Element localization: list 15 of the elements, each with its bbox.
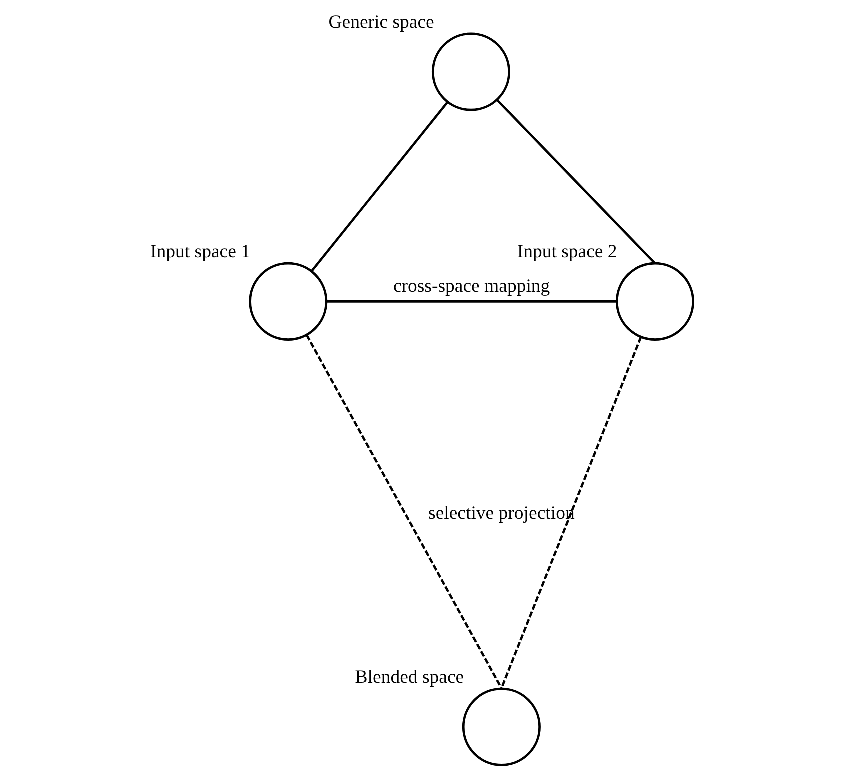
node-circle <box>615 262 694 341</box>
node-circle <box>431 32 510 112</box>
connector <box>500 336 642 689</box>
label: selective projection <box>428 502 574 524</box>
connector <box>326 300 617 303</box>
connector <box>305 334 502 689</box>
node-label: Generic space <box>328 12 434 33</box>
node-label: Blended space <box>354 666 464 688</box>
node-label: Input space 2 <box>516 242 617 263</box>
node-label: Input space 1 <box>150 242 250 263</box>
connector <box>496 99 656 264</box>
node-circle <box>248 262 328 341</box>
edge-label: cross-space mapping <box>392 276 550 298</box>
node-circle <box>462 688 540 766</box>
connector <box>310 102 448 272</box>
